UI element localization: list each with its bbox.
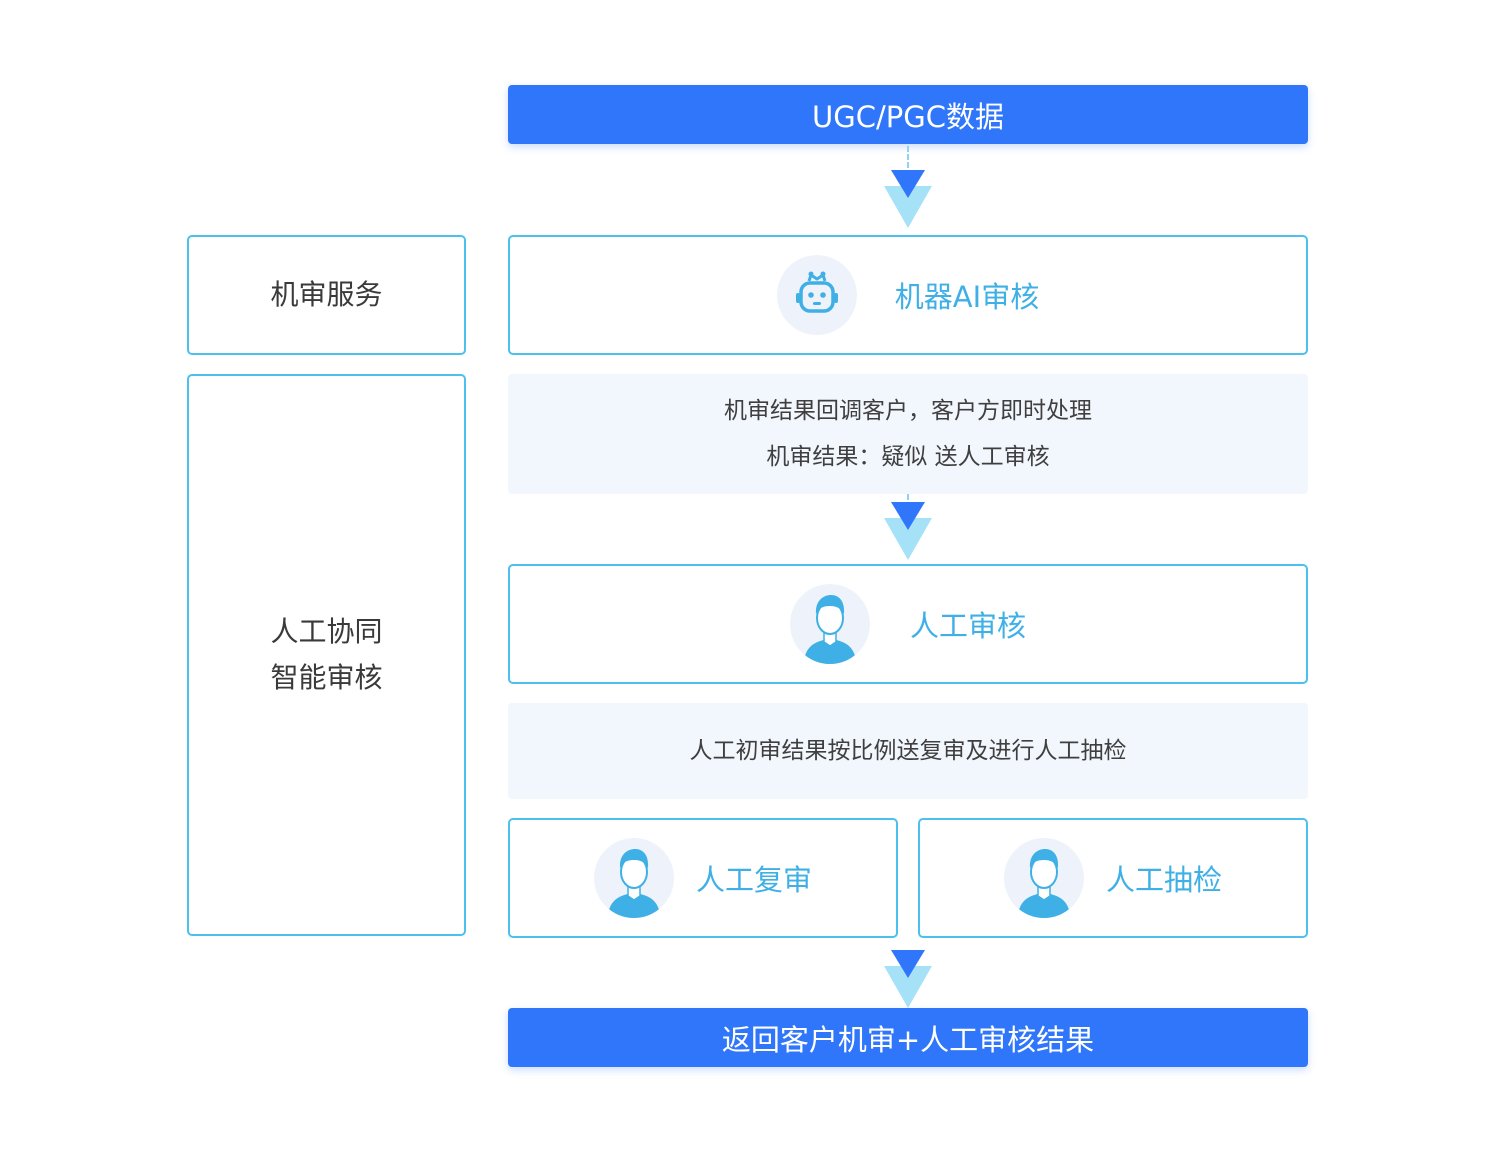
human-recheck-label: 人工复审: [695, 863, 812, 897]
down-arrow-icon: [884, 502, 932, 560]
bottom-banner: 返回客户机审+人工审核结果: [508, 1008, 1308, 1067]
machine-ai-review-label: 机器AI审核: [894, 280, 1040, 314]
machine-result-note-line2: 机审结果：疑似 送人工审核: [766, 444, 1050, 470]
person-icon: [789, 584, 870, 664]
bottom-banner-label: 返回客户机审+人工审核结果: [721, 1022, 1095, 1057]
machine-review-service-box: 机审服务: [187, 235, 466, 355]
down-arrow-icon: [884, 170, 932, 228]
machine-result-note-line1: 机审结果回调客户，客户方即时处理: [724, 398, 1092, 424]
human-recheck-card: 人工复审: [508, 818, 898, 938]
person-icon: [593, 838, 674, 918]
machine-ai-review-card: 机器AI审核: [508, 235, 1308, 355]
robot-icon: [776, 255, 857, 335]
human-spot-check-card: 人工抽检: [918, 818, 1308, 938]
machine-review-service-label: 机审服务: [270, 278, 383, 311]
sampling-note: 人工初审结果按比例送复审及进行人工抽检: [508, 703, 1308, 799]
collaborative-review-box: 人工协同 智能审核: [187, 374, 466, 936]
person-icon: [1003, 838, 1084, 918]
collaborative-review-label-line1: 人工协同: [270, 615, 383, 648]
connector-line: [907, 146, 909, 168]
top-banner-label: UGC/PGC数据: [812, 99, 1004, 134]
human-review-card: 人工审核: [508, 564, 1308, 684]
human-review-label: 人工审核: [909, 609, 1026, 643]
human-spot-check-label: 人工抽检: [1105, 863, 1222, 897]
sampling-note-text: 人工初审结果按比例送复审及进行人工抽检: [689, 738, 1127, 764]
collaborative-review-label-line2: 智能审核: [270, 661, 383, 694]
top-banner: UGC/PGC数据: [508, 85, 1308, 144]
connector-line: [907, 494, 909, 500]
down-arrow-icon: [884, 950, 932, 1008]
machine-result-note: 机审结果回调客户，客户方即时处理 机审结果：疑似 送人工审核: [508, 374, 1308, 494]
